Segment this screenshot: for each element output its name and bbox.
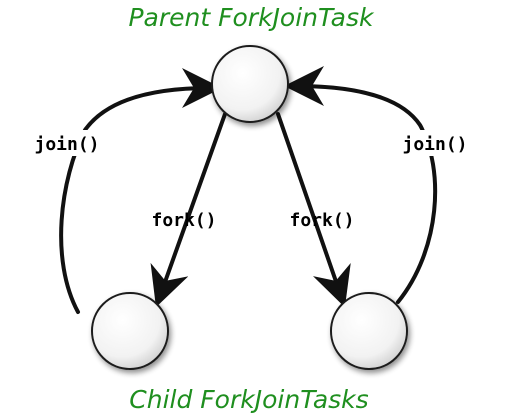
join-right-label-bg xyxy=(392,130,482,156)
child-task-node-right xyxy=(330,292,408,370)
join-right-edge xyxy=(284,66,438,304)
child-task-node-left xyxy=(91,292,169,370)
join-left-edge xyxy=(59,68,222,314)
parent-task-node xyxy=(211,45,289,123)
join-left-label: join() xyxy=(34,134,99,155)
fork-right-label: fork() xyxy=(289,210,354,231)
fork-right-edge xyxy=(276,112,351,308)
parent-title: Parent ForkJoinTask xyxy=(128,3,375,32)
join-right-label: join() xyxy=(402,134,467,155)
fork-left-label: fork() xyxy=(151,210,216,231)
fork-left-edge xyxy=(150,112,227,308)
join-left-label-bg xyxy=(22,130,112,156)
children-title: Child ForkJoinTasks xyxy=(129,385,368,414)
